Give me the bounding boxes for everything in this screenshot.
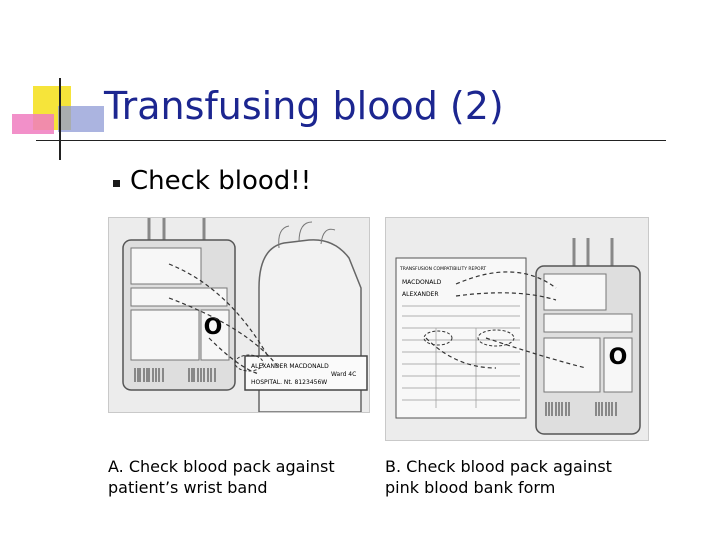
bullet-text: Check blood!! — [130, 166, 312, 196]
caption-a: A. Check blood pack against patient’s wr… — [108, 456, 335, 498]
caption-b-line1: B. Check blood pack against — [385, 457, 612, 476]
caption-a-line1: A. Check blood pack against — [108, 457, 335, 476]
photo-blood-pack-wristband: O ALEXANDER MACDONALD HOSPITAL. Nt. 8123… — [108, 217, 370, 413]
decor-vertical-line — [59, 78, 61, 160]
photo-blood-pack-form: TRANSFUSION COMPATIBILITY REPORT MACDONA… — [385, 217, 649, 441]
wristband-name: ALEXANDER MACDONALD — [251, 363, 329, 370]
wristband-hospital: HOSPITAL. Nt. 8123456W — [251, 379, 327, 386]
form-surname: MACDONALD — [402, 279, 442, 286]
form-title: TRANSFUSION COMPATIBILITY REPORT — [399, 266, 486, 272]
blood-group-label: O — [609, 345, 628, 370]
decor-pink-bar — [12, 114, 54, 134]
slide-title: Transfusing blood (2) — [104, 84, 504, 128]
caption-b-line2: pink blood bank form — [385, 478, 556, 497]
wristband-ward: Ward 4C — [331, 371, 356, 378]
caption-a-line2: patient’s wrist band — [108, 478, 268, 497]
caption-b: B. Check blood pack against pink blood b… — [385, 456, 612, 498]
decor-blue-bar — [58, 106, 104, 132]
blood-group-label: O — [204, 315, 223, 340]
form-forename: ALEXANDER — [402, 291, 439, 298]
title-underline — [36, 140, 666, 141]
bullet-square-icon — [113, 180, 120, 187]
